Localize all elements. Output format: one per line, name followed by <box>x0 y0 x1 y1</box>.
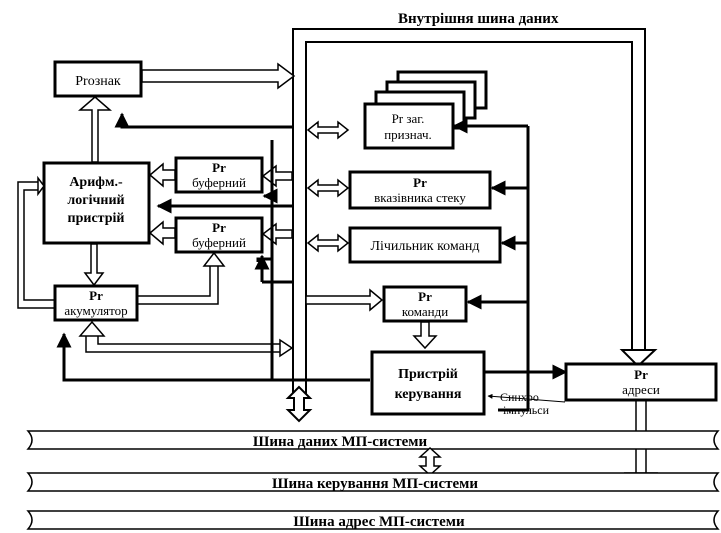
buffer-register-2 <box>174 216 264 254</box>
alu-label-3: пристрій <box>68 211 125 226</box>
instruction-register-bottom: команди <box>402 304 448 319</box>
instruction-register <box>382 285 468 323</box>
alu-label-2: логічний <box>67 193 124 208</box>
flags-register-label: Prознак <box>75 74 121 89</box>
buffer-register-1 <box>174 156 264 194</box>
accumulator-bottom: акумулятор <box>64 303 127 318</box>
instruction-to-control-arrow <box>412 321 438 350</box>
address-bus-label: Шина адрес МП-системи <box>293 514 465 530</box>
general-register-bottom: признач. <box>384 127 432 142</box>
alu-label-1: Арифм.- <box>69 175 123 190</box>
control-unit <box>370 350 486 416</box>
data-bus-label: Шина даних МП-системи <box>253 434 428 450</box>
bus-to-buffer2-arrow <box>261 222 293 246</box>
system-control-bus: Шина керування МП-системи <box>26 472 720 492</box>
flags-register <box>53 60 143 98</box>
stack-pointer-top: Pr <box>413 175 427 190</box>
system-address-bus: Шина адрес МП-системи <box>26 510 720 530</box>
stack-pointer-register <box>348 170 492 210</box>
bus-program-counter-arrow <box>306 233 350 253</box>
bus-to-instruction-arrow <box>305 288 384 312</box>
buffer-register-1-top: Pr <box>212 160 226 175</box>
alu-to-flags-arrow <box>77 96 113 163</box>
flags-to-bus-arrow <box>141 62 296 90</box>
control-unit-label-2: керування <box>395 387 462 402</box>
control-unit-label-1: Пристрій <box>398 367 458 382</box>
alu-block <box>42 161 151 245</box>
address-register <box>564 362 718 402</box>
bus-to-buffer1-arrow <box>261 164 293 188</box>
general-registers-stack <box>363 70 488 150</box>
alu-to-accumulator-arrow <box>83 243 105 287</box>
acc-bus-arrow-up <box>78 320 106 337</box>
general-register-top: Pr заг. <box>392 111 425 126</box>
program-counter-label: Лічильник команд <box>371 239 480 254</box>
bus-stack-pointer-arrow <box>306 178 350 198</box>
system-data-bus: Шина даних МП-системи <box>26 430 720 450</box>
acc-bus-arrow-right <box>279 338 294 358</box>
control-lines-left <box>56 112 530 412</box>
accumulator-register <box>53 284 139 322</box>
control-bus-label: Шина керування МП-системи <box>272 476 478 492</box>
accumulator-alu-loop <box>17 181 54 309</box>
program-counter <box>348 226 502 264</box>
bus-to-address-arrow <box>619 349 658 368</box>
buffer2-to-alu-arrow <box>148 220 176 246</box>
loop-arrowhead <box>37 175 45 197</box>
accumulator-top: Pr <box>89 288 103 303</box>
buffer-register-2-top: Pr <box>212 220 226 235</box>
data-control-bus-arrow <box>418 446 442 477</box>
internal-bus-title: Внутрішня шина даних <box>398 11 559 27</box>
address-register-top: Pr <box>634 367 648 382</box>
buffer1-to-alu-arrow <box>148 162 176 188</box>
sync-pulse-arrow <box>487 393 566 403</box>
sync-label-2: імпульси <box>503 403 550 417</box>
internal-to-system-bus-arrow <box>285 385 313 423</box>
instruction-register-top: Pr <box>418 289 432 304</box>
buffer-register-1-bottom: буферний <box>192 175 246 190</box>
sync-label-1: Синхро <box>500 390 539 404</box>
bus-general-reg-arrow <box>306 120 350 140</box>
address-register-bottom: адреси <box>622 382 660 397</box>
buffer-register-2-bottom: буферний <box>192 235 246 250</box>
accumulator-bus-link <box>85 336 280 353</box>
control-lines-right <box>452 118 568 380</box>
accumulator-to-buffer2 <box>138 266 219 305</box>
acc-buffer2-arrowhead <box>202 251 226 267</box>
stack-pointer-bottom: вказівника стеку <box>374 190 466 205</box>
